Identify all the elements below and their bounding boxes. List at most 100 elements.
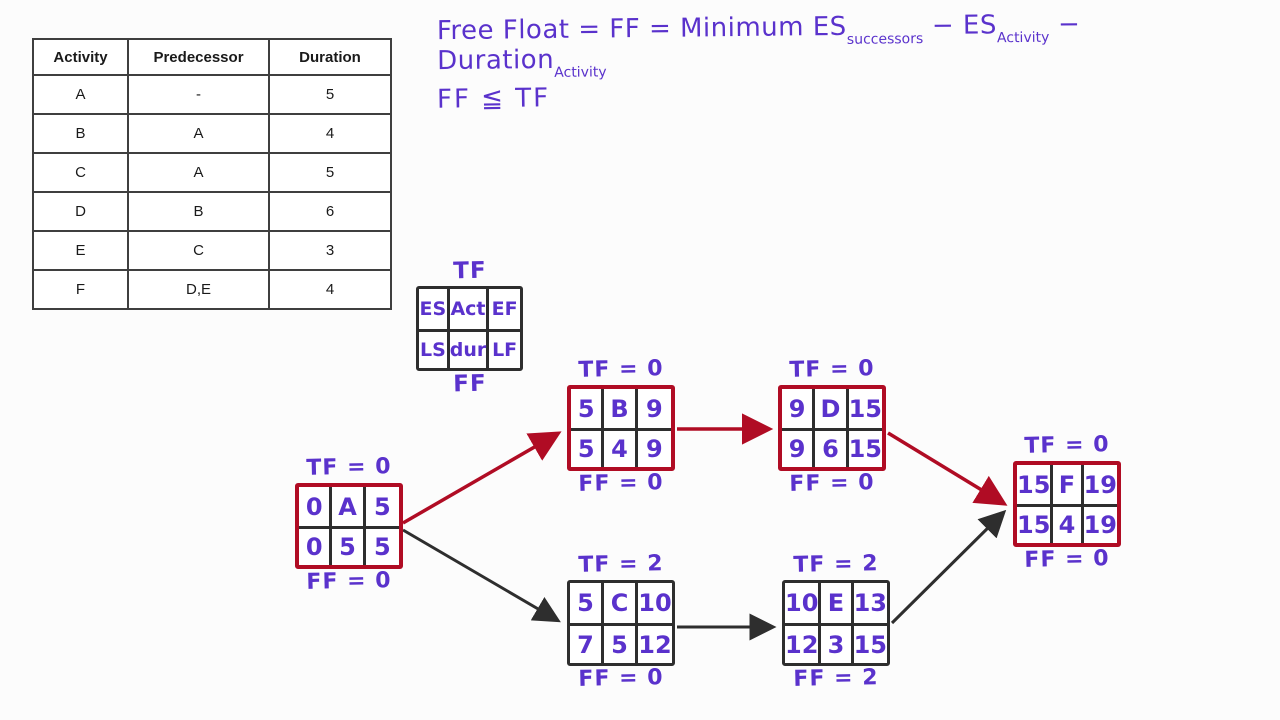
table-row: A - 5 [32, 74, 392, 115]
cell-activity: E [32, 230, 129, 271]
table-row: E C 3 [32, 230, 392, 271]
node-E-box: 10 E 13 12 3 15 [782, 580, 890, 666]
node-D-box: 9 D 15 9 6 15 [778, 385, 886, 471]
cell-predecessor: B [127, 191, 270, 232]
node-D-ef: 15 [848, 394, 882, 423]
legend-lf-cell: LF [489, 328, 520, 369]
cell-duration: 4 [268, 269, 392, 310]
node-F-lf: 19 [1083, 504, 1117, 543]
node-B-es: 5 [571, 389, 605, 428]
node-D-tf-label: TF = 0 [789, 356, 875, 383]
legend-es-cell: ES [419, 289, 450, 329]
edge-E-F [890, 509, 1007, 625]
cell-predecessor: D,E [127, 269, 270, 310]
node-A-lf: 5 [365, 526, 399, 565]
node-F-es: 15 [1017, 465, 1054, 504]
node-E-tf-label: TF = 2 [793, 551, 879, 578]
cell-activity: C [32, 152, 129, 193]
node-E-dur: 3 [821, 623, 854, 663]
table-row: F D,E 4 [32, 269, 392, 310]
node-E-activity: E [821, 583, 854, 623]
node-B-activity: B [604, 389, 638, 428]
node-B-lf: 9 [637, 428, 671, 467]
legend-act-cell: Act [450, 289, 490, 329]
node-A-ls: 0 [299, 526, 333, 565]
cell-duration: 3 [268, 230, 392, 271]
node-A-box: 0 A 5 0 5 5 [295, 483, 403, 569]
node-D-lf: 15 [848, 428, 882, 467]
legend-tf-label: TF [453, 257, 487, 285]
formula-part2: − ES [922, 10, 998, 42]
legend-node: TF ES Act EF LS dur LF FF [416, 258, 524, 399]
node-F-activity: F [1053, 465, 1084, 504]
node-A-es: 0 [299, 487, 333, 526]
legend-ls-cell: LS [419, 328, 450, 368]
node-C-tf-label: TF = 2 [578, 551, 664, 578]
node-D-ls: 9 [782, 428, 816, 467]
activity-table: Activity Predecessor Duration A - 5 B A … [32, 38, 392, 310]
edge-A-B [402, 431, 562, 525]
cell-duration: 6 [268, 191, 392, 232]
node-B-box: 5 B 9 5 4 9 [567, 385, 675, 471]
node-E-lf: 15 [853, 623, 887, 663]
edge-A-C [402, 528, 561, 623]
node-C-ef: 10 [638, 589, 672, 617]
node-B-ls: 5 [571, 428, 605, 467]
header-duration: Duration [268, 38, 392, 76]
node-C-dur: 5 [604, 623, 638, 663]
node-F-box: 15 F 19 15 4 19 [1013, 461, 1121, 547]
table-row: D B 6 [32, 191, 392, 232]
legend-ff-label: FF [452, 370, 487, 398]
legend-dur-cell: dur [449, 328, 490, 368]
cell-activity: D [32, 191, 129, 232]
node-D-ff-label: FF = 0 [789, 470, 875, 497]
node-F-ff-label: FF = 0 [1024, 546, 1110, 573]
cell-predecessor: A [127, 113, 270, 154]
formula-subscript-activity2: Activity [554, 64, 607, 81]
cell-predecessor: C [127, 230, 270, 271]
node-C-box: 5 C 10 7 5 12 [567, 580, 675, 666]
table-header-row: Activity Predecessor Duration [32, 38, 392, 76]
cell-activity: F [32, 269, 129, 310]
node-B: TF = 0 5 B 9 5 4 9 FF = 0 [567, 356, 675, 499]
node-A-ef: 5 [373, 492, 391, 521]
cell-predecessor: - [127, 74, 270, 115]
node-B-ff-label: FF = 0 [578, 470, 664, 497]
node-C-activity: C [604, 583, 638, 623]
node-D: TF = 0 9 D 15 9 6 15 FF = 0 [778, 356, 886, 499]
cell-duration: 5 [268, 152, 392, 193]
node-C-ff-label: FF = 0 [578, 665, 664, 692]
table-row: B A 4 [32, 113, 392, 154]
node-A-dur: 5 [332, 526, 366, 565]
cell-duration: 5 [268, 74, 392, 115]
header-predecessor: Predecessor [127, 38, 270, 76]
node-F-tf-label: TF = 0 [1024, 432, 1110, 459]
header-activity: Activity [32, 38, 129, 76]
legend-box: ES Act EF LS dur LF [416, 286, 523, 371]
formula-subscript-activity1: Activity [996, 29, 1050, 47]
edge-D-F [887, 431, 1008, 506]
free-float-formula: Free Float = FF = Minimum ESsuccessors −… [436, 8, 1228, 81]
node-A: TF = 0 0 A 5 0 5 5 FF = 0 [295, 454, 403, 597]
node-E-ls: 12 [785, 623, 822, 663]
node-A-ff-label: FF = 0 [306, 568, 392, 595]
node-B-ef: 9 [645, 394, 663, 423]
node-C: TF = 2 5 C 10 7 5 12 FF = 0 [567, 551, 675, 694]
node-E-es: 10 [785, 583, 822, 623]
cell-predecessor: A [127, 152, 270, 193]
node-F-ef: 19 [1083, 470, 1117, 499]
node-F-dur: 4 [1053, 504, 1084, 543]
cell-activity: A [32, 74, 129, 115]
node-F: TF = 0 15 F 19 15 4 19 FF = 0 [1013, 432, 1121, 575]
formula-part1: Free Float = FF = Minimum ES [436, 11, 847, 47]
cell-duration: 4 [268, 113, 392, 154]
node-D-es: 9 [782, 389, 816, 428]
node-C-es: 5 [570, 583, 604, 623]
node-B-tf-label: TF = 0 [578, 356, 664, 383]
cell-activity: B [32, 113, 129, 154]
node-D-dur: 6 [815, 428, 849, 467]
node-C-ls: 7 [570, 623, 604, 663]
node-E-ff-label: FF = 2 [793, 665, 879, 692]
node-E: TF = 2 10 E 13 12 3 15 FF = 2 [782, 551, 890, 694]
